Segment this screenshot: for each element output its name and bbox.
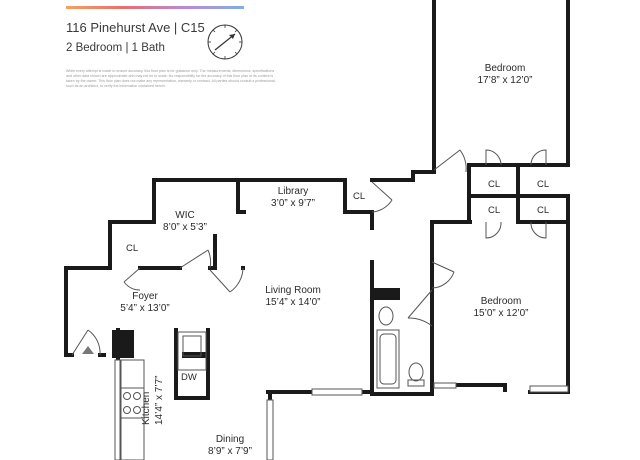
room-name: Bedroom — [484, 63, 526, 74]
room-dims: 15’0” x 12’0” — [473, 308, 529, 319]
door-swing-icon — [71, 149, 547, 356]
room-dining: Dining 8’9” x 7’9” — [190, 434, 270, 458]
closet-label: CL — [537, 179, 550, 190]
closet-label: CL — [488, 205, 501, 216]
room-wic: WIC 8’0” x 5’3” — [150, 210, 220, 234]
room-living: Living Room 15’4” x 14’0” — [248, 285, 338, 309]
accent-bar — [66, 6, 244, 9]
room-name: Library — [277, 186, 309, 197]
room-bedroom-right: Bedroom 15’0” x 12’0” — [456, 296, 546, 320]
room-kitchen: Kitchen 14’4” x 7’7” — [141, 376, 166, 425]
room-dims: 14’4” x 7’7” — [154, 375, 165, 425]
room-name: Living Room — [265, 285, 321, 296]
entry-arrow-icon — [82, 346, 94, 354]
room-name: Kitchen — [141, 391, 152, 425]
dishwasher-label: DW — [181, 372, 197, 383]
page-title: 116 Pinehurst Ave | C15 — [66, 20, 205, 35]
disclaimer-text: While every attempt is made to ensure ac… — [66, 69, 276, 88]
room-dims: 8’9” x 7’9” — [208, 446, 252, 457]
room-name: Bedroom — [480, 296, 522, 307]
room-dims: 15’4” x 14’0” — [265, 297, 321, 308]
closet-label: CL — [126, 243, 139, 254]
closet-label: CL — [488, 179, 501, 190]
room-library: Library 3’0” x 9’7” — [248, 186, 338, 210]
closet-label: CL — [537, 205, 550, 216]
room-foyer: Foyer 5’4” x 13’0” — [100, 291, 190, 315]
bathtub-icon — [376, 329, 400, 389]
windows — [114, 359, 569, 460]
room-dims: 5’4” x 13’0” — [120, 303, 170, 314]
room-name: WIC — [175, 210, 195, 221]
room-bedroom-top: Bedroom 17’8” x 12’0” — [460, 63, 550, 87]
room-name: Foyer — [132, 291, 158, 302]
closet-label: CL — [353, 191, 366, 202]
room-dims: 3’0” x 9’7” — [271, 198, 315, 209]
kitchen-counter — [119, 331, 207, 460]
wall-blocks — [112, 288, 400, 358]
compass-icon — [207, 24, 243, 60]
toilet-icon — [407, 362, 425, 387]
sink-icon — [378, 306, 394, 326]
room-dims: 17’8” x 12’0” — [477, 75, 533, 86]
unit-summary: 2 Bedroom | 1 Bath — [66, 42, 165, 54]
room-dims: 8’0” x 5’3” — [163, 222, 207, 233]
room-name: Dining — [215, 434, 245, 445]
